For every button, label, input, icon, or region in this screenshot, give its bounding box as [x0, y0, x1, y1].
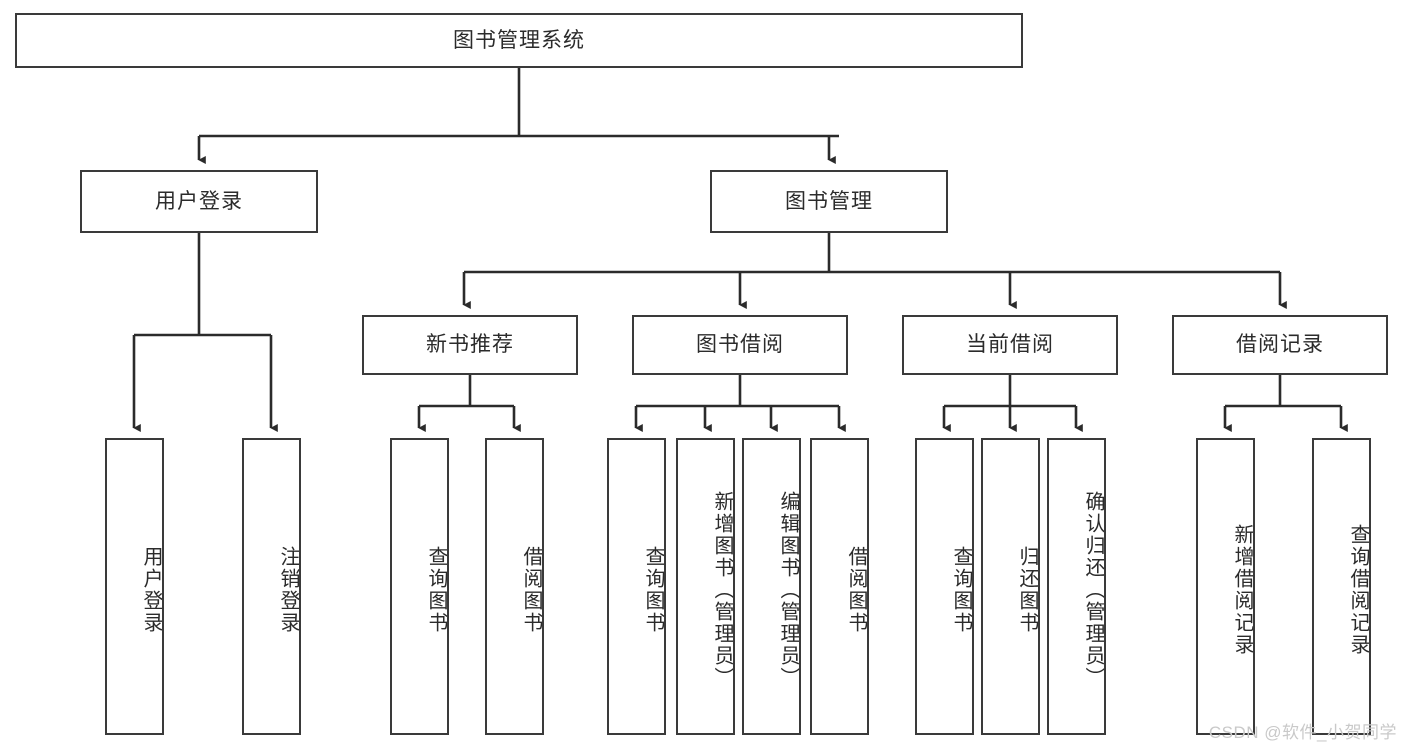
node-leaf-borrow-book-label: 借阅图书: [845, 545, 867, 634]
node-book-borrow-label: 图书借阅: [696, 333, 784, 357]
node-leaf-edit-book-admin[interactable]: 编辑图书（管理员）: [742, 438, 801, 735]
node-leaf-add-book-admin[interactable]: 新增图书（管理员）: [676, 438, 735, 735]
node-root[interactable]: 图书管理系统: [15, 13, 1023, 68]
node-leaf-borrow-book[interactable]: 借阅图书: [810, 438, 869, 735]
node-leaf-add-borrow-record[interactable]: 新增借阅记录: [1196, 438, 1255, 735]
node-new-book-recommend-label: 新书推荐: [426, 333, 514, 357]
node-leaf-borrow-book-recommend[interactable]: 借阅图书: [485, 438, 544, 735]
node-leaf-add-book-admin-label: 新增图书（管理员）: [711, 490, 733, 689]
node-leaf-query-borrow-record[interactable]: 查询借阅记录: [1312, 438, 1371, 735]
node-leaf-query-book-recommend[interactable]: 查询图书: [390, 438, 449, 735]
node-leaf-query-book-current-label: 查询图书: [950, 545, 972, 634]
node-book-management-label: 图书管理: [785, 189, 873, 213]
node-leaf-user-logout-label: 注销登录: [277, 545, 299, 634]
node-leaf-user-login[interactable]: 用户登录: [105, 438, 164, 735]
node-leaf-return-book[interactable]: 归还图书: [981, 438, 1040, 735]
node-leaf-return-book-label: 归还图书: [1016, 545, 1038, 634]
node-root-label: 图书管理系统: [453, 28, 585, 52]
node-leaf-query-book-recommend-label: 查询图书: [425, 545, 447, 634]
node-leaf-user-login-label: 用户登录: [140, 545, 162, 634]
node-leaf-query-book-borrow-label: 查询图书: [642, 545, 664, 634]
node-borrow-record-label: 借阅记录: [1236, 333, 1324, 357]
node-user-login[interactable]: 用户登录: [80, 170, 318, 233]
node-leaf-query-book-current[interactable]: 查询图书: [915, 438, 974, 735]
node-book-borrow[interactable]: 图书借阅: [632, 315, 848, 375]
node-leaf-borrow-book-recommend-label: 借阅图书: [520, 545, 542, 634]
node-borrow-record[interactable]: 借阅记录: [1172, 315, 1388, 375]
node-leaf-confirm-return-admin[interactable]: 确认归还（管理员）: [1047, 438, 1106, 735]
watermark: CSDN @软件_小贺同学: [1208, 723, 1397, 742]
node-leaf-user-logout[interactable]: 注销登录: [242, 438, 301, 735]
node-new-book-recommend[interactable]: 新书推荐: [362, 315, 578, 375]
node-current-borrow-label: 当前借阅: [966, 333, 1054, 357]
node-leaf-query-borrow-record-label: 查询借阅记录: [1347, 523, 1369, 656]
node-user-login-label: 用户登录: [155, 189, 243, 213]
node-leaf-edit-book-admin-label: 编辑图书（管理员）: [777, 490, 799, 689]
node-current-borrow[interactable]: 当前借阅: [902, 315, 1118, 375]
node-leaf-add-borrow-record-label: 新增借阅记录: [1231, 523, 1253, 656]
node-leaf-confirm-return-admin-label: 确认归还（管理员）: [1082, 490, 1104, 689]
node-book-management[interactable]: 图书管理: [710, 170, 948, 233]
node-leaf-query-book-borrow[interactable]: 查询图书: [607, 438, 666, 735]
